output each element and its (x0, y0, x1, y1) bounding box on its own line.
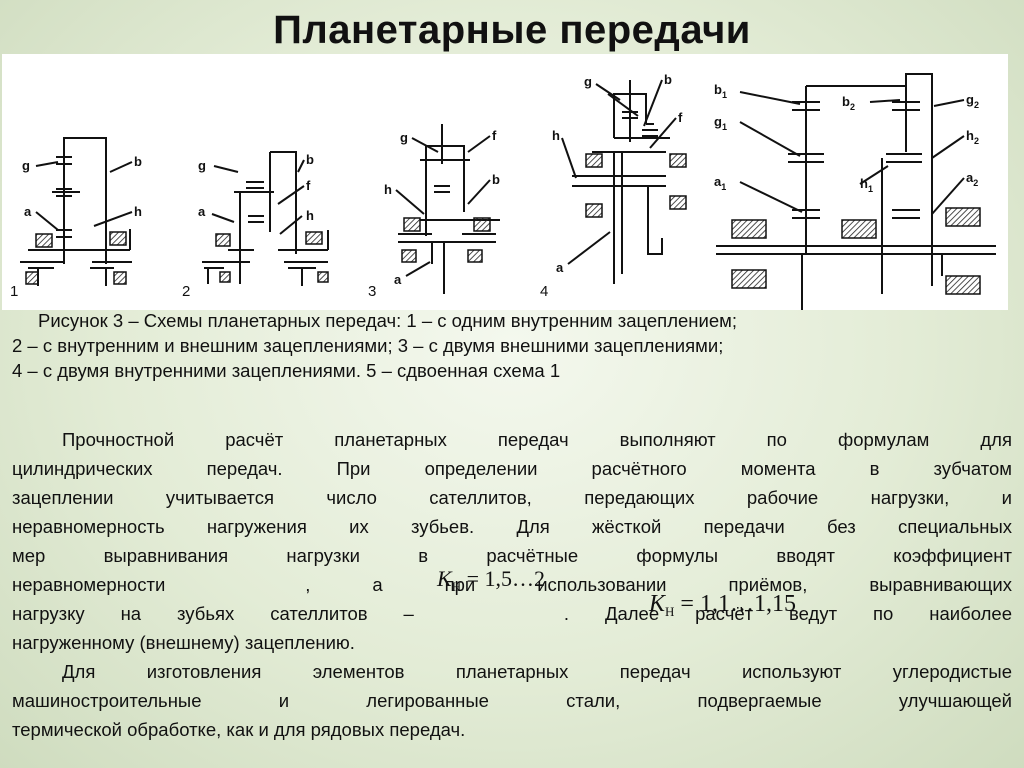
formula-subscript: H (451, 579, 462, 594)
label-s4-b: b (664, 72, 672, 87)
label-s1-g: g (22, 158, 30, 173)
scheme-5 (716, 73, 996, 310)
label-s5-g1: g1 (714, 114, 727, 132)
gear-schemes-drawing: g b a h 1 g b f a h 2 g f b h a 3 g b h … (10, 72, 996, 310)
formula-kh-equalized: KH = 1,1…1,15 (649, 591, 796, 620)
planetary-gear-schemes-figure: g b a h 1 g b f a h 2 g f b h a 3 g b h … (2, 54, 1008, 310)
label-s1-a: a (24, 204, 32, 219)
paragraph-line: машиностроительные и легированные стали,… (12, 690, 1012, 711)
label-s5-h1: h1 (860, 176, 873, 194)
label-s2-a: a (198, 204, 206, 219)
paragraph-line: Для изготовления элементов планетарных п… (62, 661, 1012, 682)
label-s5-h2: h2 (966, 128, 979, 146)
paragraph-text: неравномерности (12, 574, 166, 595)
label-s4-g: g (584, 74, 592, 89)
paragraph-line: цилиндрических передач. При определении … (12, 458, 1012, 479)
paragraph-line: Прочностной расчёт планетарных передач в… (62, 429, 1012, 450)
label-s2-h: h (306, 208, 314, 223)
label-s5-b1: b1 (714, 82, 727, 100)
paragraph-text: нагрузку на зубьях сателлитов – (12, 603, 414, 624)
label-s1-h: h (134, 204, 142, 219)
label-s3-f: f (492, 128, 497, 143)
formula-rhs: = 1,1…1,15 (680, 591, 796, 617)
label-s4-f: f (678, 110, 683, 125)
formula-symbol: K (649, 591, 666, 617)
paragraph-line: зацеплении учитывается число сателлитов,… (12, 487, 1012, 508)
formula-symbol: K (437, 566, 452, 591)
paragraph-text: , а при использовании приёмов, выравнива… (305, 574, 1012, 595)
label-s3-a: a (394, 272, 402, 287)
paragraph-line-with-formula: нагрузку на зубьях сателлитов – . Далее р… (12, 599, 1012, 628)
label-s2-g: g (198, 158, 206, 173)
scheme-1 (20, 137, 133, 286)
paragraph-line: мер выравнивания нагрузки в расчётные фо… (12, 545, 1012, 566)
formula-subscript: H (665, 604, 675, 619)
scheme-3 (395, 124, 500, 294)
caption-line-1: Рисунок 3 – Схемы планетарных передач: 1… (38, 310, 737, 331)
scheme-4 (561, 79, 687, 284)
formula-rhs: = 1,5…2 (466, 566, 545, 591)
label-s2-b: b (306, 152, 314, 167)
paragraph-line: неравномерность нагружения их зубьев. Дл… (12, 516, 1012, 537)
label-s3-h: h (384, 182, 392, 197)
label-s5-a1: a1 (714, 174, 726, 192)
paragraph-line: нагруженному (внешнему) зацеплению. (12, 632, 355, 653)
label-s5-g2: g2 (966, 92, 979, 110)
scheme-labels: g b a h 1 g b f a h 2 g f b h a 3 g b h … (10, 72, 979, 300)
scheme-2 (202, 151, 329, 286)
paragraph-strength-calculation: Прочностной расчёт планетарных передач в… (12, 425, 1012, 657)
paragraph-text: . Далее расчёт ведут по наиболее (563, 603, 1012, 624)
label-s4-a: a (556, 260, 564, 275)
slide-title: Планетарные передачи (273, 8, 751, 52)
scheme-number-3: 3 (368, 283, 376, 300)
caption-line-2: 2 – с внутренним и внешним зацеплениями;… (12, 335, 724, 356)
label-s5-b2: b2 (842, 94, 855, 112)
label-s1-b: b (134, 154, 142, 169)
scheme-number-1: 1 (10, 283, 18, 300)
formula-kh-rigid: KH = 1,5…2 (437, 566, 545, 595)
paragraph-line-with-formula: неравномерности , а при использовании при… (12, 570, 1012, 599)
scheme-number-4: 4 (540, 283, 548, 300)
paragraph-materials: Для изготовления элементов планетарных п… (12, 657, 1012, 744)
label-s3-g: g (400, 130, 408, 145)
scheme-number-2: 2 (182, 283, 190, 300)
paragraph-line: термической обработке, как и для рядовых… (12, 719, 466, 740)
label-s5-a2: a2 (966, 170, 978, 188)
label-s3-b: b (492, 172, 500, 187)
figure-caption: Рисунок 3 – Схемы планетарных передач: 1… (12, 308, 1012, 383)
label-s4-h: h (552, 128, 560, 143)
caption-line-3: 4 – с двумя внутренними зацеплениями. 5 … (12, 360, 561, 381)
label-s2-f: f (306, 178, 311, 193)
